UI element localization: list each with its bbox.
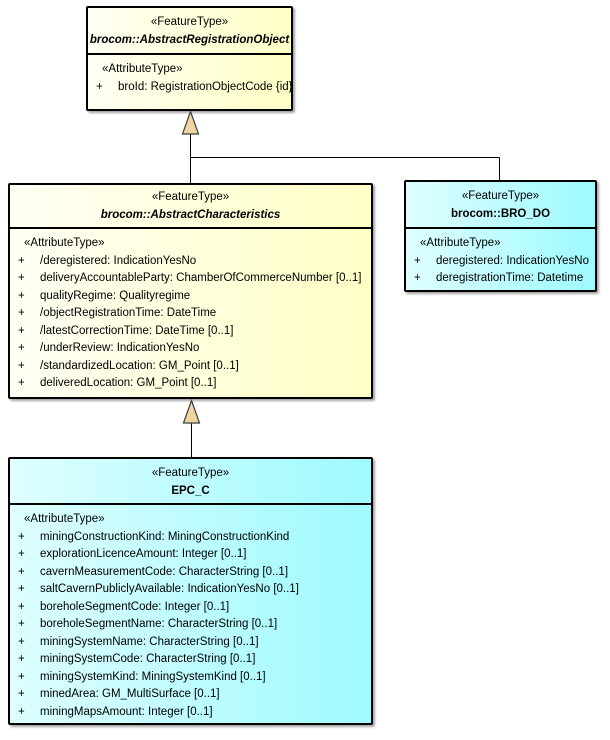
generalization-triangle-icon bbox=[181, 109, 200, 135]
attribute-row: + /underReview: IndicationYesNo bbox=[10, 340, 371, 358]
visibility-marker: + bbox=[18, 705, 25, 718]
attribute-type-header: «AttributeType» bbox=[420, 237, 501, 249]
attribute-text: boreholeSegmentCode: Integer [0..1] bbox=[40, 600, 230, 613]
attribute-text: /latestCorrectionTime: DateTime [0..1] bbox=[40, 324, 234, 337]
attribute-row: + explorationLicenceAmount: Integer [0..1… bbox=[10, 546, 371, 564]
attribute-text: broId: RegistrationObjectCode {id} bbox=[118, 80, 293, 93]
attribute-list: + /deregistered: IndicationYesNo + delivery… bbox=[10, 253, 371, 393]
class-box-epc-c[interactable]: «FeatureType» EPC_C «AttributeType» + min… bbox=[8, 457, 373, 725]
attribute-list: + deregistered: IndicationYesNo + deregistr… bbox=[406, 253, 595, 288]
class-title: «FeatureType» brocom::AbstractCharacteri… bbox=[10, 185, 371, 229]
attribute-type-header: «AttributeType» bbox=[102, 63, 183, 75]
attribute-text: explorationLicenceAmount: Integer [0..1] bbox=[40, 548, 247, 560]
attribute-row: + deliveryAccountableParty: ChamberOfComm… bbox=[10, 270, 371, 288]
stereotype-label: «FeatureType» bbox=[151, 467, 230, 479]
attribute-text: deregistrationTime: Datetime bbox=[436, 272, 584, 284]
visibility-marker: + bbox=[18, 635, 25, 648]
attribute-type-header: «AttributeType» bbox=[24, 513, 105, 525]
attribute-list: + miningConstructionKind: MiningConstruct… bbox=[10, 529, 371, 722]
attribute-text: miningSystemCode: CharacterString [0..1] bbox=[40, 653, 256, 665]
attribute-row: + deregistrationTime: Datetime bbox=[406, 270, 595, 288]
class-name: brocom::AbstractRegistrationObject bbox=[89, 34, 290, 46]
attribute-row: + miningSystemKind: MiningSystemKind [0..… bbox=[10, 669, 371, 687]
attribute-text: qualityRegime: Qualityregime bbox=[40, 289, 191, 302]
class-title: «FeatureType» EPC_C bbox=[10, 459, 371, 505]
attribute-text: minedArea: GM_MultiSurface [0..1] bbox=[40, 688, 220, 700]
attribute-row: + /latestCorrectionTime: DateTime [0..1] bbox=[10, 323, 371, 341]
visibility-marker: + bbox=[96, 80, 103, 93]
generalization-triangle-icon bbox=[182, 398, 201, 424]
attribute-row: + deliveredLocation: GM_Point [0..1] bbox=[10, 375, 371, 393]
attribute-compartment: «AttributeType» + /deregistered: Indicati… bbox=[10, 229, 371, 393]
attribute-text: miningMapsAmount: Integer [0..1] bbox=[40, 705, 213, 718]
class-box-abstract-characteristics[interactable]: «FeatureType» brocom::AbstractCharacteri… bbox=[8, 183, 373, 399]
generalization-epc-c-to-abstract-characteristics[interactable] bbox=[182, 398, 201, 459]
visibility-marker: + bbox=[18, 307, 25, 319]
attribute-text: /underReview: IndicationYesNo bbox=[40, 342, 200, 354]
visibility-marker: + bbox=[18, 565, 25, 578]
attribute-row: + miningSystemCode: CharacterString [0..1… bbox=[10, 651, 371, 669]
attribute-list: + broId: RegistrationObjectCode {id} bbox=[88, 79, 293, 97]
visibility-marker: + bbox=[18, 653, 25, 665]
attribute-row: + saltCavernPubliclyAvailable: Indication… bbox=[10, 581, 371, 599]
attribute-text: miningSystemKind: MiningSystemKind [0..1… bbox=[40, 670, 266, 683]
attribute-text: miningSystemName: CharacterString [0..1] bbox=[40, 635, 259, 648]
stereotype-label: «FeatureType» bbox=[150, 16, 229, 28]
attribute-row: + qualityRegime: Qualityregime bbox=[10, 288, 371, 306]
attribute-row: + boreholeSegmentName: CharacterString [0… bbox=[10, 616, 371, 634]
attribute-text: saltCavernPubliclyAvailable: IndicationY… bbox=[40, 583, 299, 595]
class-title: «FeatureType» brocom::AbstractRegistrati… bbox=[88, 8, 291, 55]
stereotype-label: «FeatureType» bbox=[151, 191, 230, 203]
attribute-row: + /objectRegistrationTime: DateTime bbox=[10, 305, 371, 323]
attribute-row: + broId: RegistrationObjectCode {id} bbox=[88, 79, 293, 97]
visibility-marker: + bbox=[414, 272, 421, 284]
attribute-text: deliveredLocation: GM_Point [0..1] bbox=[40, 377, 217, 389]
attribute-row: + miningSystemName: CharacterString [0..1… bbox=[10, 634, 371, 652]
class-name: brocom::AbstractCharacteristics bbox=[100, 209, 281, 221]
stereotype-label: «FeatureType» bbox=[461, 190, 540, 202]
attribute-text: /standardizedLocation: GM_Point [0..1] bbox=[40, 359, 239, 372]
attribute-text: deregistered: IndicationYesNo bbox=[436, 254, 590, 267]
attribute-row: + minedArea: GM_MultiSurface [0..1] bbox=[10, 686, 371, 704]
attribute-row: + boreholeSegmentCode: Integer [0..1] bbox=[10, 599, 371, 617]
attribute-compartment: «AttributeType» + broId: RegistrationObje… bbox=[88, 55, 293, 97]
attribute-compartment: «AttributeType» + miningConstructionKind:… bbox=[10, 505, 371, 721]
visibility-marker: + bbox=[18, 289, 25, 302]
visibility-marker: + bbox=[18, 670, 25, 683]
class-name: EPC_C bbox=[171, 485, 210, 497]
attribute-text: cavernMeasurementCode: CharacterString [… bbox=[40, 565, 289, 578]
visibility-marker: + bbox=[18, 688, 25, 700]
class-box-abstract-registration-object[interactable]: «FeatureType» brocom::AbstractRegistrati… bbox=[86, 6, 293, 111]
visibility-marker: + bbox=[18, 600, 25, 613]
visibility-marker: + bbox=[18, 342, 25, 354]
attribute-row: + deregistered: IndicationYesNo bbox=[406, 253, 595, 271]
visibility-marker: + bbox=[18, 583, 25, 595]
attribute-text: boreholeSegmentName: CharacterString [0.… bbox=[40, 618, 278, 630]
class-title: «FeatureType» brocom::BRO_DO bbox=[406, 182, 595, 229]
visibility-marker: + bbox=[18, 377, 25, 389]
attribute-text: deliveryAccountableParty: ChamberOfComme… bbox=[40, 272, 362, 284]
attribute-text: /objectRegistrationTime: DateTime bbox=[40, 307, 217, 319]
attribute-row: + cavernMeasurementCode: CharacterString … bbox=[10, 564, 371, 582]
attribute-type-header: «AttributeType» bbox=[24, 237, 105, 249]
visibility-marker: + bbox=[18, 254, 25, 267]
attribute-text: miningConstructionKind: MiningConstructi… bbox=[40, 530, 290, 543]
visibility-marker: + bbox=[18, 618, 25, 630]
class-name: brocom::BRO_DO bbox=[450, 208, 551, 220]
attribute-row: + /deregistered: IndicationYesNo bbox=[10, 253, 371, 271]
generalization-to-abstract-registration-object[interactable] bbox=[181, 109, 500, 185]
attribute-text: /deregistered: IndicationYesNo bbox=[40, 254, 197, 267]
visibility-marker: + bbox=[18, 272, 25, 284]
class-box-bro-do[interactable]: «FeatureType» brocom::BRO_DO «AttributeT… bbox=[404, 180, 597, 292]
visibility-marker: + bbox=[18, 548, 25, 560]
visibility-marker: + bbox=[414, 254, 421, 267]
visibility-marker: + bbox=[18, 359, 25, 372]
attribute-row: + miningConstructionKind: MiningConstruct… bbox=[10, 529, 371, 547]
visibility-marker: + bbox=[18, 324, 25, 337]
attribute-compartment: «AttributeType» + deregistered: Indicatio… bbox=[406, 229, 595, 288]
attribute-row: + /standardizedLocation: GM_Point [0..1] bbox=[10, 358, 371, 376]
attribute-row: + miningMapsAmount: Integer [0..1] bbox=[10, 704, 371, 722]
visibility-marker: + bbox=[18, 530, 25, 543]
